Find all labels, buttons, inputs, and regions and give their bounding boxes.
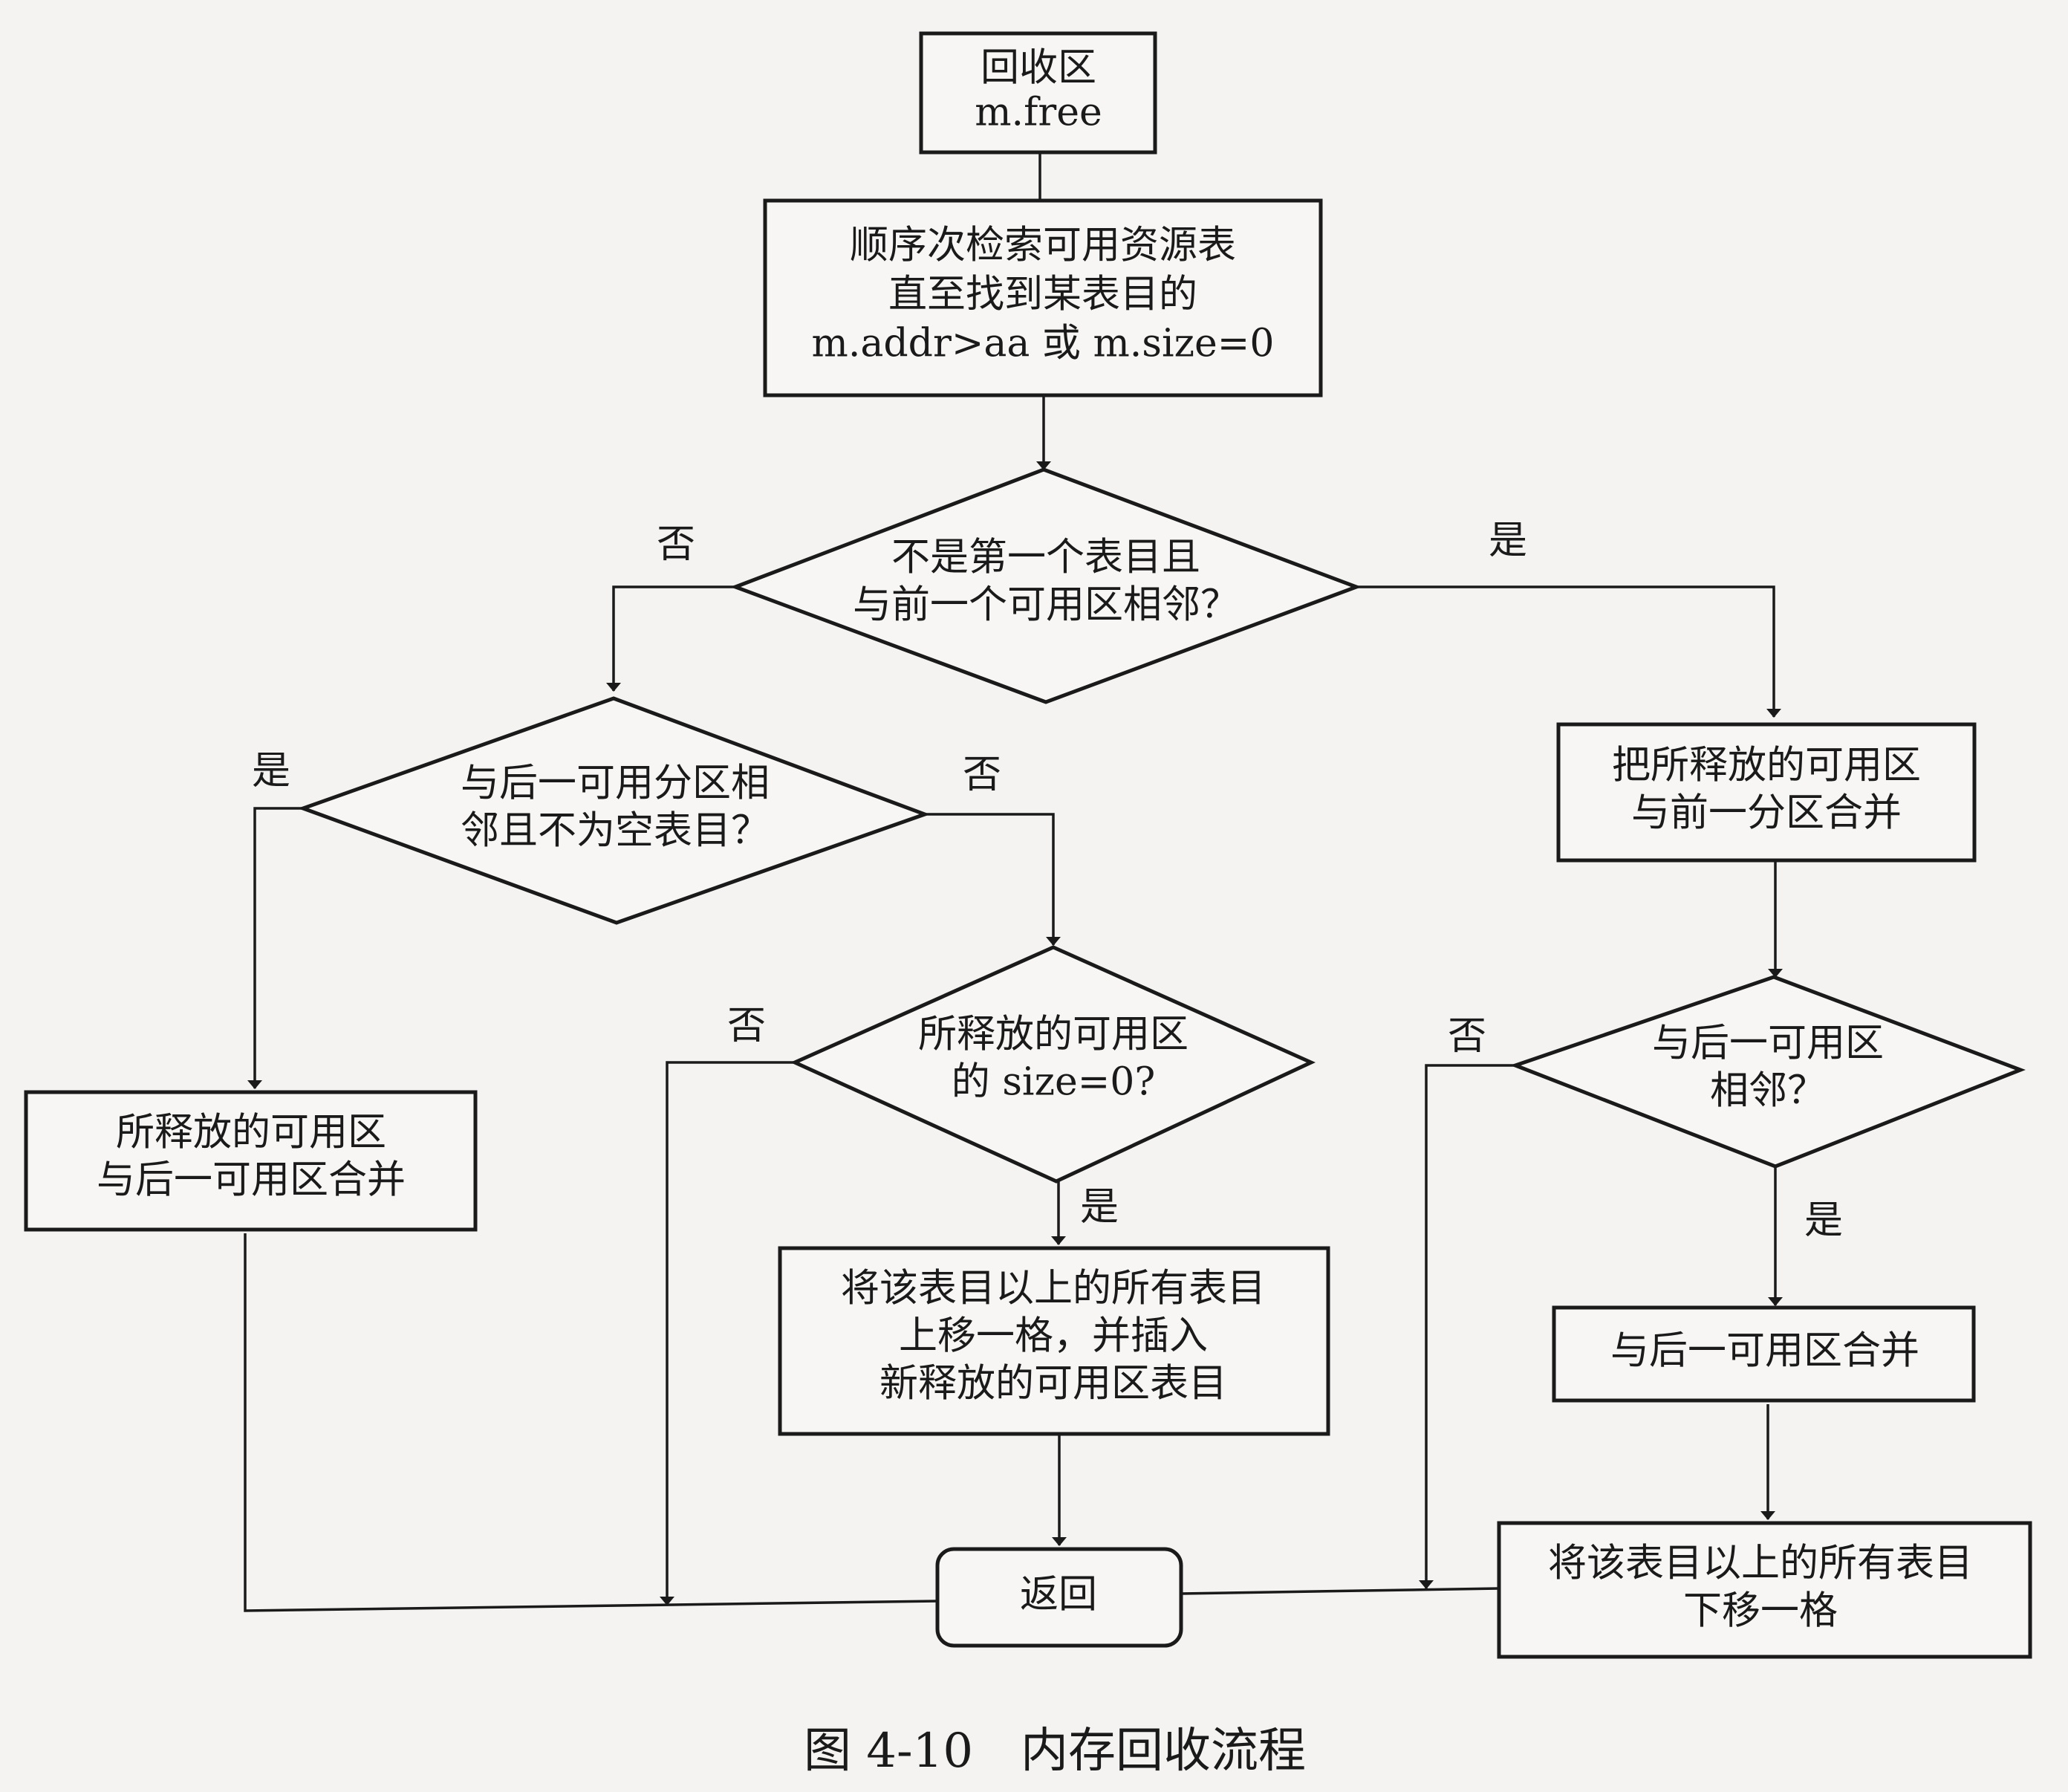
figure-caption: 图 4-10 内存回收流程 <box>804 1724 1306 1779</box>
return-box <box>935 1547 1183 1648</box>
d-next-nonempty-text-line-1: 与后一可用分区相 <box>461 762 770 806</box>
nodes <box>24 31 2032 1659</box>
decision-next-adjacent <box>1509 975 2026 1169</box>
search-text-line-2: 直至找到某表目的 <box>888 273 1197 317</box>
merge-next-left-text-line-1: 所释放的可用区 <box>116 1111 386 1155</box>
return-text-line-1: 返回 <box>1020 1573 1097 1617</box>
label-no-next-nonempty: 否 <box>963 753 1001 797</box>
search-box <box>763 198 1323 397</box>
label-no-prev: 否 <box>657 522 695 567</box>
label-yes-next-nonempty: 是 <box>252 749 290 793</box>
d-prev-text-line-1: 不是第一个表目且 <box>891 536 1200 580</box>
start-text-line-2: m.free <box>975 91 1102 135</box>
edge-dprev-yes <box>1356 585 1781 718</box>
label-yes-next-adj: 是 <box>1804 1198 1843 1243</box>
start-box <box>919 31 1157 155</box>
merge-next-left-text-line-2: 与后一可用区合并 <box>97 1158 406 1203</box>
decision-size0 <box>790 945 1316 1184</box>
search-text-line-1: 顺序次检索可用资源表 <box>850 224 1236 268</box>
d-size0-text-line-2: 的 size=0? <box>952 1060 1156 1105</box>
d-prev-text-line-2: 与前一个可用区相邻？ <box>853 583 1239 628</box>
edge-mergeleft-return <box>244 1233 938 1612</box>
d-next-adj-text-line-1: 与后一可用区 <box>1652 1022 1884 1066</box>
merge-next-right-box <box>1552 1305 1976 1403</box>
edge-dnextadj-no <box>1419 1064 1515 1589</box>
shift-up-insert-text-line-2: 上移一格，并插入 <box>899 1314 1208 1359</box>
edge-dnext-yes <box>247 807 303 1089</box>
edge-dnext-no <box>925 813 1061 946</box>
d-next-adj-text-line-2: 相邻？ <box>1710 1069 1826 1114</box>
search-text-line-3: m.addr>aa 或 m.size=0 <box>812 322 1275 366</box>
edge-labels: 否 是 是 否 否 是 否 是 <box>252 519 1843 1243</box>
edge-dprev-no <box>606 585 735 692</box>
shift-up-insert-text-line-3: 新释放的可用区表目 <box>879 1362 1227 1406</box>
shift-up-insert-text-line-1: 将该表目以上的所有表目 <box>841 1267 1266 1311</box>
d-next-nonempty-text-line-2: 邻且不为空表目？ <box>461 809 770 854</box>
label-no-next-adj: 否 <box>1448 1014 1486 1059</box>
label-yes-prev: 是 <box>1489 519 1527 563</box>
d-size0-text-line-1: 所释放的可用区 <box>918 1013 1189 1057</box>
edge-shiftdown-return <box>1180 1587 1500 1595</box>
merge-next-right-text-line-1: 与后一可用区合并 <box>1610 1329 1919 1374</box>
start-text-line-1: 回收区 <box>981 46 1096 91</box>
edges <box>244 152 1783 1612</box>
decision-prev-adjacent <box>729 467 1362 704</box>
label-no-size0: 否 <box>727 1004 766 1048</box>
merge-prev-text-line-1: 把所释放的可用区 <box>1612 744 1921 788</box>
shift-down-box <box>1497 1521 2032 1659</box>
shift-down-text-line-1: 将该表目以上的所有表目 <box>1548 1542 1973 1586</box>
merge-prev-text-line-2: 与前一分区合并 <box>1631 791 1902 836</box>
label-yes-size0: 是 <box>1080 1185 1119 1230</box>
shift-down-text-line-2: 下移一格 <box>1683 1589 1838 1634</box>
decision-next-nonempty <box>297 696 931 925</box>
merge-prev-box <box>1556 722 1977 863</box>
merge-next-left-box <box>24 1090 478 1232</box>
edge-dsize0-no <box>660 1061 795 1606</box>
shift-up-insert-box <box>778 1246 1330 1436</box>
